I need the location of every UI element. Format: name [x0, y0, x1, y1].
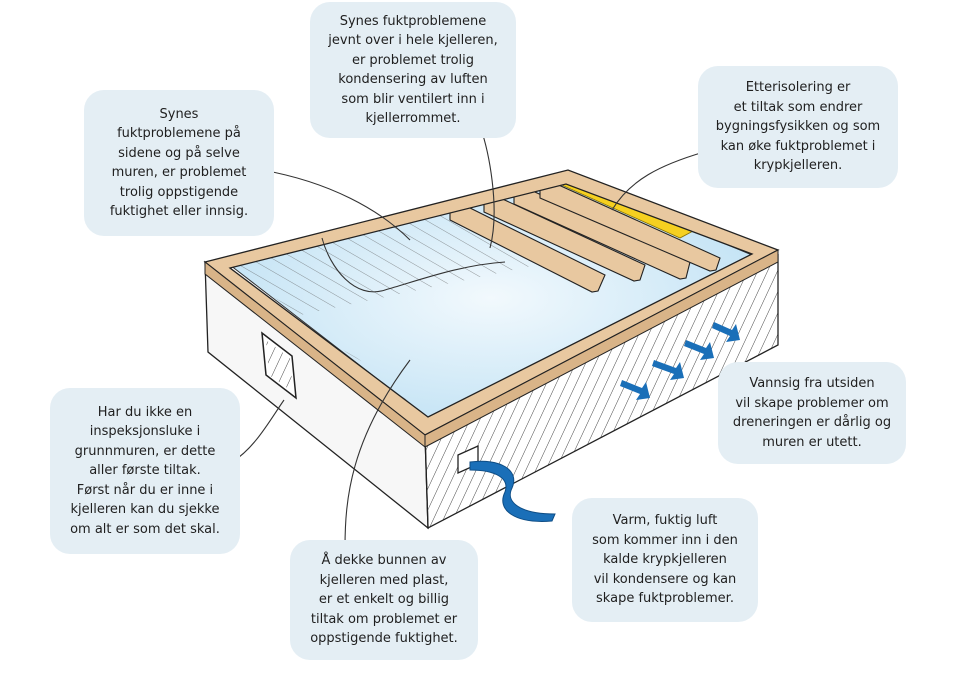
callout-insulation: Etterisolering er et tiltak som endrer b…	[698, 66, 898, 188]
callout-water-seepage: Vannsig fra utsiden vil skape problemer …	[718, 362, 906, 464]
leader-left	[261, 169, 411, 241]
callout-inspection-hatch: Har du ikke en inspeksjonsluke i grunnmu…	[50, 388, 240, 554]
callout-warm-air-text: Varm, fuktig luft som kommer inn i den k…	[592, 513, 738, 607]
callout-water-seepage-text: Vannsig fra utsiden vil skape problemer …	[732, 376, 892, 450]
callout-plastic-cover-text: Å dekke bunnen av kjelleren med plast, e…	[310, 553, 458, 647]
callout-rising-damp: Synes fuktproblemene på sidene og på sel…	[84, 90, 274, 236]
callout-condensation-text: Synes fuktproblemene jevnt over i hele k…	[328, 13, 498, 127]
callout-insulation-text: Etterisolering er et tiltak som endrer b…	[715, 80, 881, 174]
callout-rising-damp-text: Synes fuktproblemene på sidene og på sel…	[109, 106, 249, 220]
leader-right	[611, 151, 705, 211]
water-seepage-arrows	[620, 322, 740, 400]
leader-bottom-mid	[344, 359, 411, 549]
sill-frame-edge-front	[424, 249, 779, 448]
callout-warm-air: Varm, fuktig luft som kommer inn i den k…	[572, 498, 758, 622]
air-flow-arrow	[469, 460, 556, 522]
callout-plastic-cover: Å dekke bunnen av kjelleren med plast, e…	[290, 540, 478, 660]
leader-curve	[321, 237, 506, 293]
callout-inspection-hatch-text: Har du ikke en inspeksjonsluke i grunnmu…	[70, 404, 220, 537]
callout-condensation: Synes fuktproblemene jevnt over i hele k…	[310, 2, 516, 138]
inspection-hatch-shade	[266, 340, 293, 392]
floor-joists	[449, 181, 721, 293]
